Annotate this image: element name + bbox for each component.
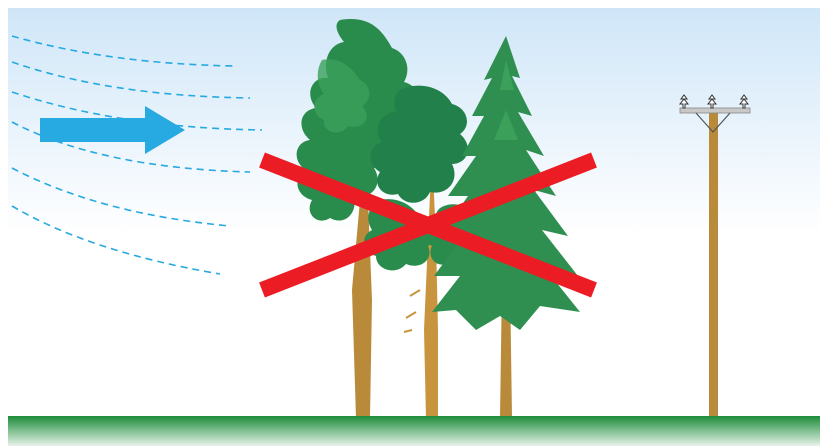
ground: [8, 416, 820, 446]
